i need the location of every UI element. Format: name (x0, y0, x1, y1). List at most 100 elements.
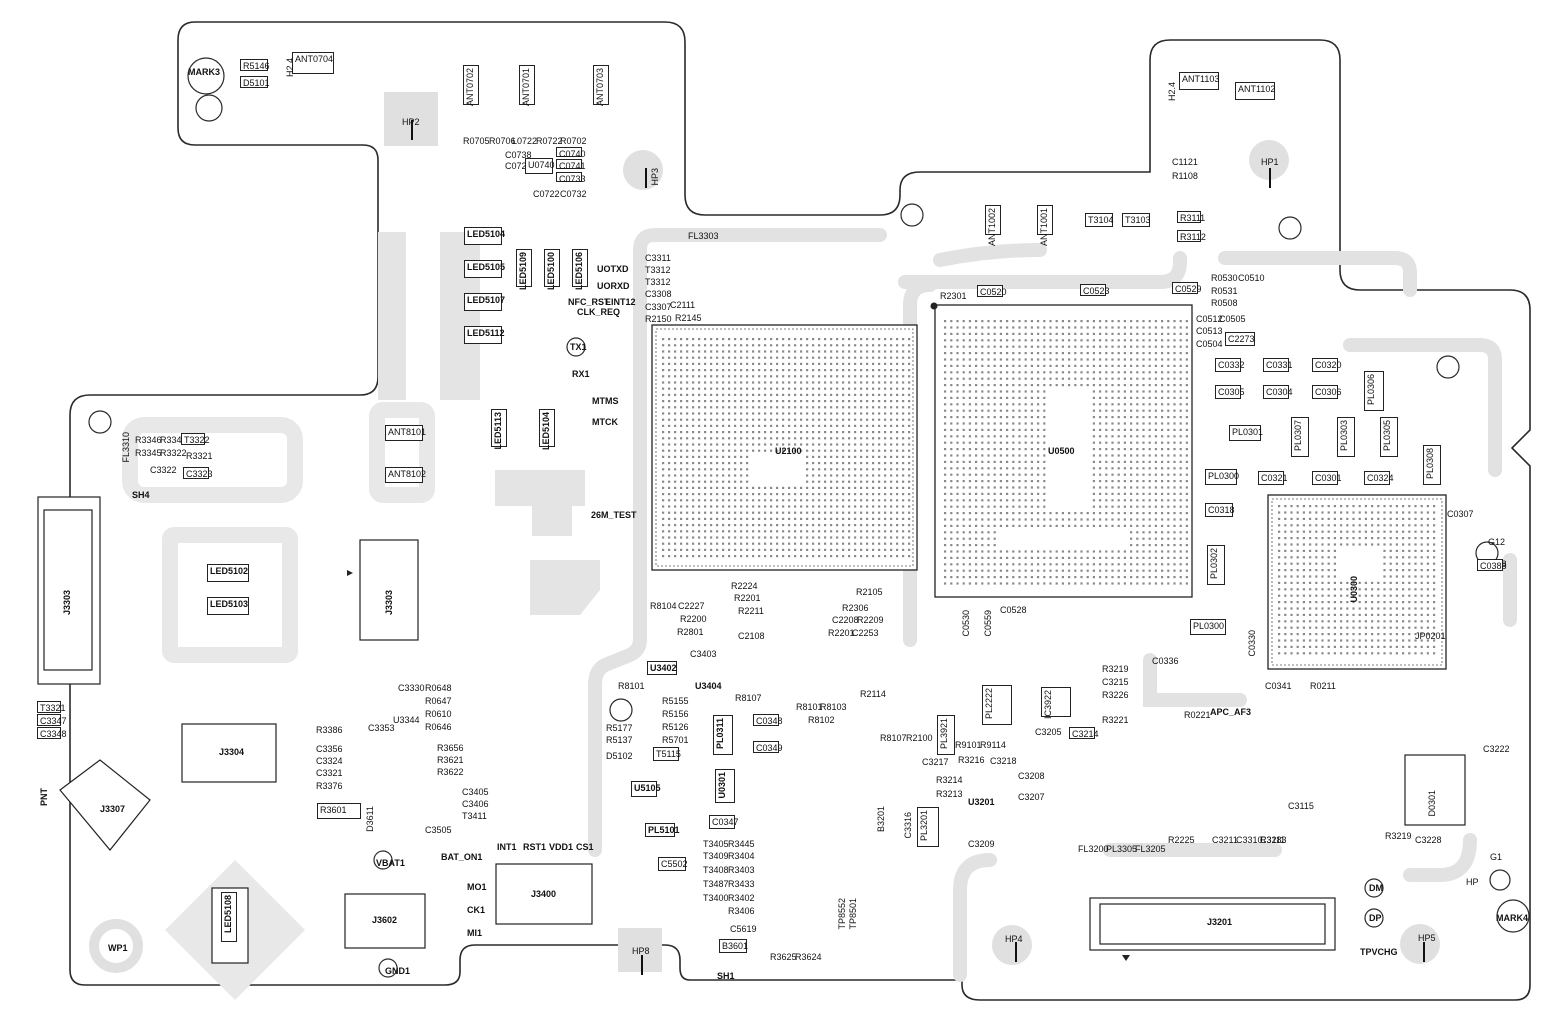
label-ant1103: ANT1103 (1182, 74, 1220, 84)
label-r8107: R8107 (735, 693, 762, 703)
label-h24a: H2.4 (285, 58, 295, 78)
component-c0324 (1364, 471, 1390, 485)
label-c3211: C3211 (1212, 835, 1238, 845)
label-c3321: C3321 (316, 768, 343, 778)
label-led5114: LED5104 (541, 412, 551, 451)
label-r3406: R3406 (728, 906, 755, 916)
label-r0648: R0648 (425, 683, 452, 693)
component-c0740 (556, 147, 582, 157)
label-c3215: C3215 (1102, 677, 1129, 687)
label-r5156: R5156 (662, 709, 689, 719)
component-ant0702 (463, 65, 479, 105)
label-led5113: LED5113 (493, 412, 503, 450)
label-b3601: B3601 (722, 941, 749, 951)
label-r3219: R3219 (1102, 664, 1129, 674)
label-r3656: R3656 (437, 743, 464, 753)
label-r2224: R2224 (731, 581, 758, 591)
label-r3321: R3321 (186, 451, 213, 461)
label-r9114: R9114 (980, 740, 1006, 750)
label-c3406: C3406 (462, 799, 489, 809)
label-u0500: U0500 (1048, 446, 1075, 456)
label-fl3200: FL3200 (1078, 844, 1109, 854)
label-r8103: R8103 (820, 702, 847, 712)
label-led5102: LED5102 (210, 566, 249, 576)
label-pl3305: PL3305 (1106, 844, 1138, 854)
label-t3312: T3312 (645, 265, 671, 275)
label-c3308: C3308 (645, 289, 672, 299)
label-c2208: C2208 (832, 615, 859, 625)
label-t3103: T3103 (1125, 215, 1151, 225)
label-ant1002: ANT1002 (987, 208, 997, 247)
label-c3208: C3208 (1018, 771, 1045, 781)
component-r3601 (317, 803, 361, 819)
component-t3321 (37, 701, 61, 713)
label-r3445: R3445 (728, 839, 755, 849)
component-c2273 (1225, 332, 1255, 346)
label-c3322: C3322 (150, 465, 177, 475)
marker-dots (347, 302, 1130, 961)
label-c0513: C0513 (1196, 326, 1223, 336)
label-r8101: R8101 (618, 681, 645, 691)
label-r0705: R0705 (463, 136, 490, 146)
label-r2105: R2105 (856, 587, 883, 597)
label-c0728: C0728 (505, 161, 532, 171)
label-int1: INT1 (497, 842, 517, 852)
component-c3347 (37, 714, 61, 726)
component-pl2222 (982, 685, 1012, 725)
label-c2227: C2227 (678, 601, 705, 611)
label-r3403: R3403 (728, 865, 755, 875)
label-c0510: C0510 (1238, 273, 1265, 283)
component-led5106 (572, 249, 588, 287)
test-points (89, 92, 1440, 973)
label-t3405: T3405 (703, 839, 729, 849)
label-led5107: LED5107 (467, 295, 506, 305)
label-u3201: U3201 (968, 797, 995, 807)
label-pl2222: PL2222 (984, 688, 994, 720)
component-u3402 (647, 661, 677, 675)
label-r0722: R0722 (536, 136, 563, 146)
component-pl0311 (713, 715, 733, 755)
label-c3311: C3311 (645, 253, 671, 263)
label-j3307: J3307 (100, 804, 126, 814)
component-c0304 (1263, 385, 1289, 399)
label-r5146: R5146 (243, 61, 270, 71)
label-r2301: R2301 (940, 291, 967, 301)
label-r3283: R3283 (1260, 835, 1287, 845)
label-c3323: C3323 (186, 469, 213, 479)
label-c2273: C2273 (1228, 334, 1255, 344)
label-pl0300b: PL0300 (1193, 621, 1225, 631)
label-r2201b: R2201 (734, 593, 761, 603)
component-c0347 (709, 815, 735, 829)
label-r9101: R9101 (955, 740, 982, 750)
label-j3201: J3201 (1207, 917, 1233, 927)
label-led5112: LED5112 (467, 328, 505, 338)
component-pl0308 (1423, 445, 1441, 485)
label-j3303: J3303 (62, 590, 72, 616)
label-d3611: D3611 (365, 806, 375, 832)
label-r8101b: R8101 (796, 702, 823, 712)
label-u3344: U3344 (393, 715, 420, 725)
label-r2114: R2114 (860, 689, 886, 699)
label-r3221: R3221 (1102, 715, 1129, 725)
label-c3222: C3222 (1483, 744, 1510, 754)
label-c0341: C0341 (1265, 681, 1292, 691)
component-c0733 (556, 172, 582, 182)
label-r3601: R3601 (320, 805, 347, 815)
label-r3111: R3111 (1180, 213, 1206, 223)
label-t3487: T3487 (703, 879, 729, 889)
component-c0332 (1215, 358, 1241, 372)
label-hp1: HP1 (1261, 157, 1279, 167)
label-c0504: C0504 (1196, 339, 1223, 349)
component-led5104 (464, 227, 502, 245)
component-b3601 (719, 939, 747, 953)
label-r5137: R5137 (606, 735, 633, 745)
label-rst1: RST1 (523, 842, 547, 852)
label-c0320: C0320 (1315, 360, 1342, 370)
label-r3214: R3214 (936, 775, 963, 785)
label-fl3303: FL3303 (688, 231, 719, 241)
label-r2801: R2801 (677, 627, 704, 637)
label-c3403: C3403 (690, 649, 717, 659)
label-tx1: TX1 (570, 342, 587, 352)
label-u3402: U3402 (650, 663, 677, 673)
